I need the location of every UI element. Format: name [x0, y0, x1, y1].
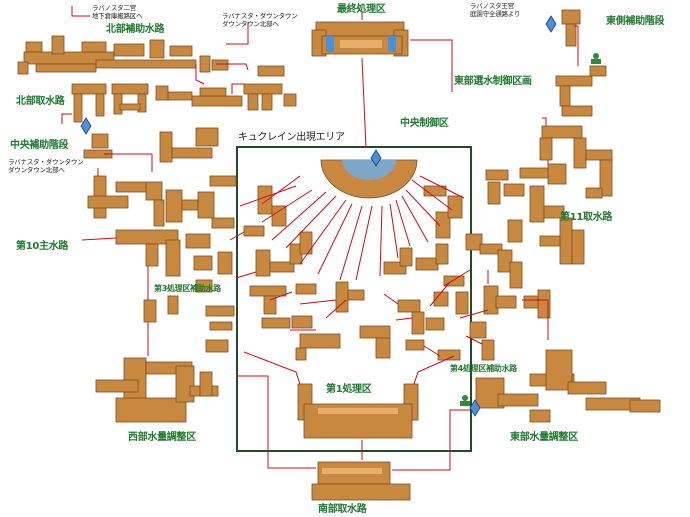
east-corridors — [465, 233, 551, 361]
note-line: 地下倉庫搬路区へ — [92, 12, 143, 20]
label-central-control: 中央制御区 — [400, 118, 449, 129]
kyuk-zone-frame — [236, 146, 472, 452]
save-crystal-icon — [80, 15, 557, 417]
note-line: ダウンタウン北部へ — [8, 166, 65, 174]
label-central-aux-stairs: 中央補助階段 — [10, 140, 69, 151]
north-east-corridors — [485, 9, 613, 265]
label-west-control: 西部水量調整区 — [128, 432, 196, 443]
label-aux3: 第3処理区補助水路 — [154, 284, 221, 293]
north-west-corridors — [17, 35, 297, 163]
note-line: ラバナスタ・ダウンタウン — [8, 158, 84, 166]
note-line: ラバナスタ・ダウンタウン — [222, 12, 298, 20]
note-top-right: ラバノスタ王宮 庭園守全通路より — [470, 2, 520, 18]
west-volume-corridors — [95, 357, 219, 423]
gate-marker-icon — [460, 53, 601, 406]
label-east-volume: 東部水量調整区 — [510, 432, 578, 443]
note-top-mid: ラバナスタ・ダウンタウン ダウンタウン北部へ — [222, 12, 298, 28]
label-kyuk-area: キュクレイン出現エリア — [238, 132, 345, 143]
east-volume-corridors — [475, 349, 661, 423]
west-corridors — [87, 175, 237, 353]
label-proc1: 第1処理区 — [326, 384, 372, 395]
note-line: ラバノスタ二宮 — [92, 4, 137, 12]
label-north-intake: 北部取水路 — [16, 96, 65, 107]
label-east-aux-stairs: 東側補助階段 — [606, 16, 665, 27]
final-area-corridor — [311, 21, 409, 57]
note-line: 庭園守全通路より — [470, 10, 521, 18]
south-intake-corridor — [311, 461, 411, 501]
note-top-left: ラバノスタ二宮 地下倉庫搬路区へ — [92, 4, 143, 20]
note-line: ラバノスタ王宮 — [470, 2, 515, 10]
label-aux4: 第4処理区補助水路 — [450, 364, 517, 373]
label-main10: 第10主水路 — [16, 241, 69, 252]
central-zone-corridors — [243, 159, 469, 439]
label-final-area: 最終処理区 — [337, 4, 386, 15]
note-left-mid: ラバナスタ・ダウンタウン ダウンタウン北部へ — [8, 158, 84, 174]
label-ch11: 第11取水路 — [560, 212, 613, 223]
note-line: ダウンタウン北部へ — [222, 20, 279, 28]
label-south-intake: 南部取水路 — [318, 504, 367, 515]
label-east-control: 東部選水制御区画 — [454, 76, 532, 87]
connector-lines — [61, 6, 579, 471]
label-north-aux: 北部補助水路 — [106, 24, 165, 35]
